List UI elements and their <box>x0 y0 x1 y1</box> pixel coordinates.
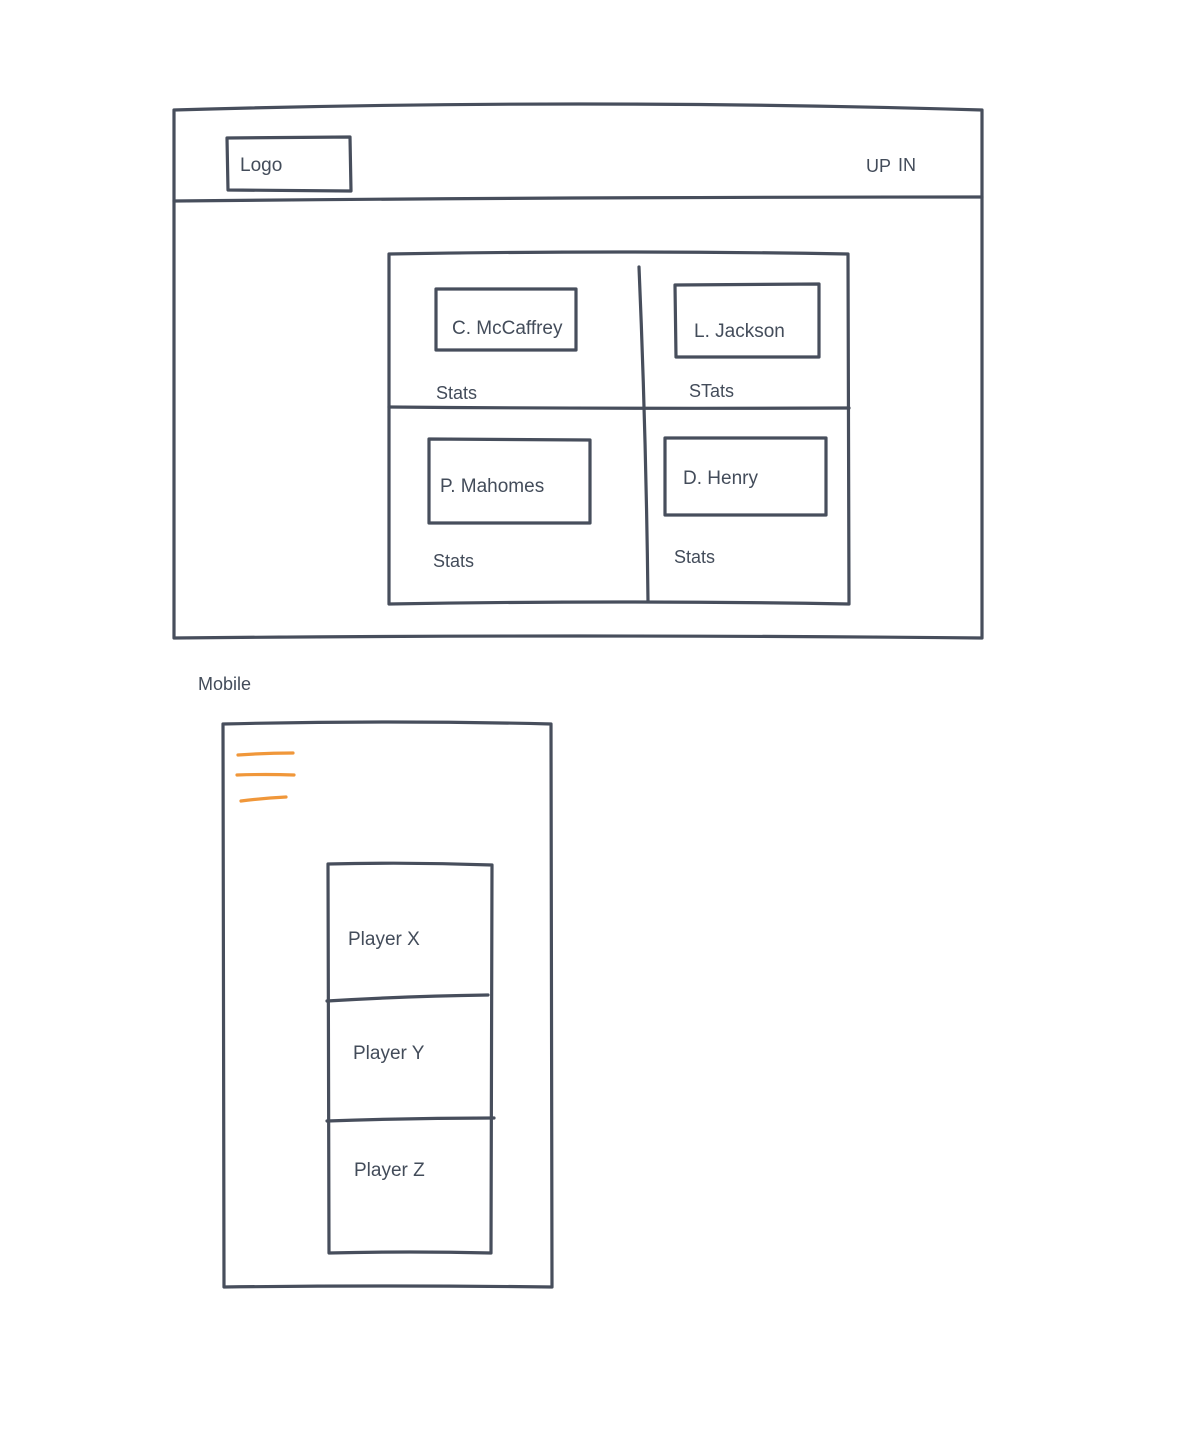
player-name-box <box>663 436 828 517</box>
list-item-player-y[interactable]: Player Y <box>353 1043 425 1064</box>
mobile-section-label: Mobile <box>198 674 251 694</box>
logo[interactable]: Logo <box>225 135 353 193</box>
player-name: P. Mahomes <box>440 476 544 497</box>
list-item-player-x[interactable]: Player X <box>348 929 420 950</box>
hamburger-menu-icon[interactable] <box>235 751 296 803</box>
logo-text: Logo <box>240 155 282 176</box>
player-name-box <box>427 437 592 525</box>
player-list-divider <box>325 1116 496 1123</box>
menu-line <box>235 772 296 777</box>
list-item-label: Player X <box>348 929 420 950</box>
desktop-frame <box>172 102 984 640</box>
player-card-mahomes[interactable]: P. Mahomes Stats <box>427 437 592 571</box>
player-name-box <box>673 282 821 359</box>
player-grid: C. McCaffrey Stats L. Jackson STats P. M… <box>387 250 851 606</box>
player-name: C. McCaffrey <box>452 318 563 339</box>
grid-vertical-divider <box>637 265 650 603</box>
player-list-divider <box>325 993 490 1003</box>
player-stats-label: Stats <box>674 547 715 567</box>
grid-horizontal-divider <box>387 405 851 410</box>
mobile-wireframe: Player X Player Y Player Z <box>221 720 554 1289</box>
player-name-box <box>434 287 578 352</box>
signin-link[interactable]: IN <box>898 155 916 175</box>
desktop-wireframe: Logo UP IN C. McCaffrey Stats L. Jackson… <box>172 102 984 640</box>
signup-link[interactable]: UP <box>866 156 891 176</box>
mobile-frame <box>221 720 554 1289</box>
player-stats-label: Stats <box>436 383 477 403</box>
player-list-frame <box>326 861 494 1255</box>
player-card-jackson[interactable]: L. Jackson STats <box>673 282 821 401</box>
mobile-player-list: Player X Player Y Player Z <box>325 861 496 1255</box>
menu-line <box>239 795 288 803</box>
list-item-label: Player Z <box>354 1160 425 1181</box>
list-item-label: Player Y <box>353 1043 425 1064</box>
player-stats-label: STats <box>689 381 734 401</box>
player-name: L. Jackson <box>694 321 785 342</box>
player-name: D. Henry <box>683 468 758 489</box>
list-item-player-z[interactable]: Player Z <box>354 1160 425 1181</box>
header-divider <box>172 195 984 203</box>
logo-box <box>225 135 353 193</box>
player-card-mccaffrey[interactable]: C. McCaffrey Stats <box>434 287 578 403</box>
menu-line <box>236 751 295 757</box>
player-grid-frame <box>387 250 851 606</box>
player-stats-label: Stats <box>433 551 474 571</box>
player-card-henry[interactable]: D. Henry Stats <box>663 436 828 567</box>
